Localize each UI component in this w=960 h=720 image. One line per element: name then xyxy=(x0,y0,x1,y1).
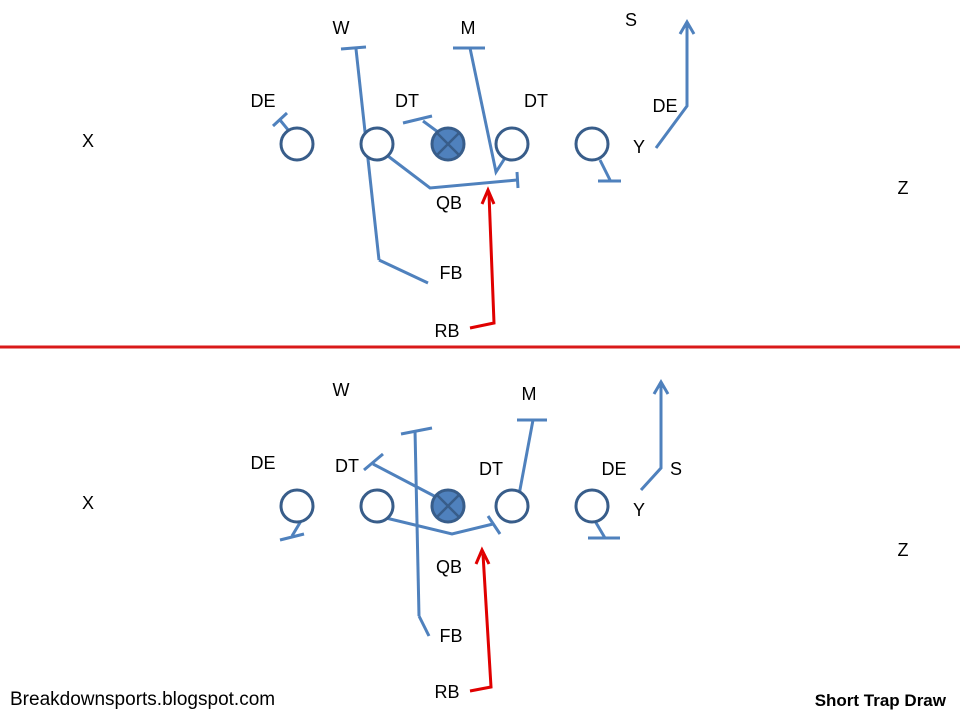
block-line xyxy=(385,516,494,536)
player-label-y: Y xyxy=(632,137,646,157)
block-tbar-icon xyxy=(515,171,520,189)
ball-carrier-arrow-icon xyxy=(480,186,496,205)
source-credit: Breakdownsports.blogspot.com xyxy=(10,689,276,710)
block-tbar-icon xyxy=(363,452,384,472)
player-label-rb: RB xyxy=(434,321,460,341)
player-label-w: W xyxy=(332,380,350,400)
player-label-dt: DT xyxy=(395,91,419,111)
player-label-dt: DT xyxy=(335,456,359,476)
ball-carrier-path xyxy=(469,553,493,693)
block-line xyxy=(290,520,303,537)
block-line xyxy=(593,520,607,539)
player-label-de: DE xyxy=(250,453,276,473)
route-arrow-icon xyxy=(652,379,670,395)
player-label-de: DE xyxy=(601,459,627,479)
block-line xyxy=(468,47,507,176)
block-line xyxy=(598,159,612,181)
player-label-dt: DT xyxy=(524,91,548,111)
block-line xyxy=(654,24,689,149)
center-x-icon xyxy=(436,494,460,518)
block-line xyxy=(413,429,421,617)
lineman-icon xyxy=(279,488,315,524)
block-line xyxy=(278,119,291,132)
ball-carrier-path xyxy=(469,193,496,330)
player-label-x: X xyxy=(81,493,95,513)
player-label-s: S xyxy=(624,10,638,30)
player-label-qb: QB xyxy=(435,557,463,577)
player-label-x: X xyxy=(81,131,95,151)
player-label-dt: DT xyxy=(479,459,503,479)
player-label-s: S xyxy=(669,459,683,479)
lineman-icon xyxy=(279,126,315,162)
player-label-w: W xyxy=(332,18,350,38)
lineman-icon xyxy=(574,488,610,524)
lineman-icon xyxy=(494,488,530,524)
block-line xyxy=(383,151,518,190)
block-line xyxy=(417,615,431,637)
block-line xyxy=(517,419,535,496)
player-label-de: DE xyxy=(250,91,276,111)
player-label-qb: QB xyxy=(435,193,463,213)
ball-carrier-arrow-icon xyxy=(474,546,491,565)
block-line xyxy=(639,384,663,492)
center-x-icon xyxy=(436,132,460,156)
lineman-icon xyxy=(574,126,610,162)
block-tbar-icon xyxy=(486,515,502,535)
lineman-icon xyxy=(494,126,530,162)
player-label-de: DE xyxy=(652,96,678,116)
block-tbar-icon xyxy=(271,111,289,128)
route-arrow-icon xyxy=(678,19,696,35)
player-label-y: Y xyxy=(632,500,646,520)
player-label-fb: FB xyxy=(439,626,463,646)
play-title: Short Trap Draw xyxy=(814,691,946,710)
block-line xyxy=(372,462,439,500)
block-tbar-icon xyxy=(402,114,433,125)
lineman-icon xyxy=(359,126,395,162)
block-tbar-icon xyxy=(279,532,305,542)
player-label-fb: FB xyxy=(439,263,463,283)
block-tbar-icon xyxy=(340,45,367,51)
block-line xyxy=(378,258,429,285)
player-label-rb: RB xyxy=(434,682,460,702)
player-label-m: M xyxy=(521,384,537,404)
player-label-z: Z xyxy=(897,178,909,198)
player-label-m: M xyxy=(460,18,476,38)
block-tbar-icon xyxy=(400,426,433,436)
lineman-icon xyxy=(359,488,395,524)
player-label-z: Z xyxy=(897,540,909,560)
